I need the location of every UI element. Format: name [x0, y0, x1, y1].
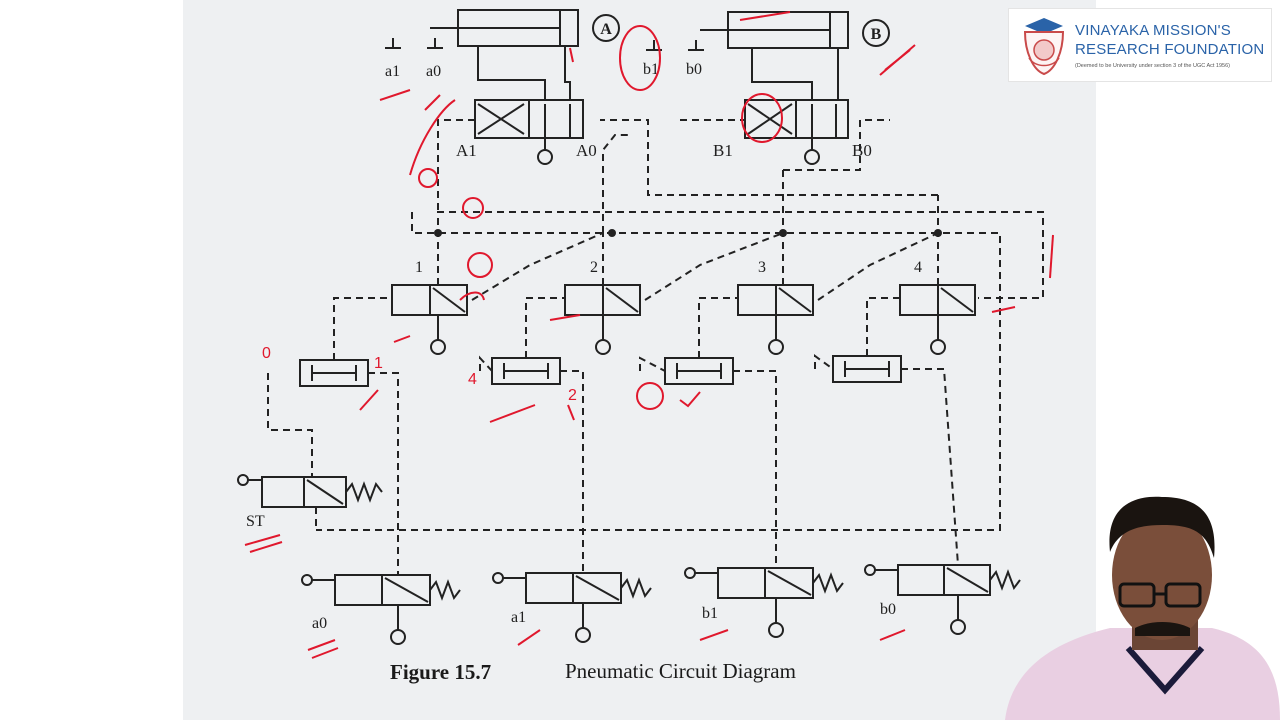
logo-line-1: VINAYAKA MISSION'S — [1075, 22, 1231, 39]
port-label-b0: B0 — [852, 141, 872, 160]
annotation-mark-2: 2 — [568, 387, 577, 404]
figure-title: Pneumatic Circuit Diagram — [565, 659, 796, 683]
bottom-label-b0: b0 — [880, 601, 896, 618]
annotation-mark-0: 0 — [262, 345, 271, 362]
valve-a-main — [474, 70, 584, 165]
start-label: ST — [246, 513, 265, 530]
bottom-label-a1: a1 — [511, 609, 526, 626]
presenter-webcam — [1005, 496, 1280, 720]
junction-dots — [434, 229, 942, 237]
bottom-label-a0: a0 — [312, 615, 327, 632]
cylinder-a-label: A — [600, 21, 612, 38]
shuttle-valves — [299, 355, 902, 387]
limit-label-a1: a1 — [385, 63, 400, 80]
port-label-b1: B1 — [713, 141, 733, 160]
step-label-3: 3 — [758, 259, 766, 276]
logo-line-2: RESEARCH FOUNDATION — [1075, 41, 1265, 58]
start-valve — [237, 474, 383, 508]
limit-label-b0: b0 — [686, 61, 702, 78]
cylinder-b-label: B — [871, 26, 882, 43]
left-margin — [0, 0, 185, 720]
logo-name: VINAYAKA MISSION'S RESEARCH FOUNDATION — [1075, 21, 1264, 59]
valve-b-main — [744, 70, 849, 165]
limit-valves — [301, 564, 1021, 645]
limit-label-a0: a0 — [426, 63, 441, 80]
port-label-a0: A0 — [576, 141, 597, 160]
logo-subtitle: (Deemed to be University under section 3… — [1075, 63, 1230, 69]
annotation-mark-4: 4 — [468, 371, 477, 388]
pilot-lines — [267, 119, 1044, 575]
university-logo: VINAYAKA MISSION'S RESEARCH FOUNDATION (… — [1008, 8, 1272, 82]
red-annotations — [244, 11, 1054, 659]
cylinder-b — [700, 11, 849, 70]
bottom-label-b1: b1 — [702, 605, 718, 622]
step-label-1: 1 — [415, 259, 423, 276]
figure-number: Figure 15.7 — [390, 660, 492, 684]
annotation-mark-1: 1 — [374, 355, 383, 372]
emblem-icon — [1023, 18, 1065, 76]
port-label-a1: A1 — [456, 141, 477, 160]
cylinder-a — [430, 9, 579, 70]
step-label-4: 4 — [914, 259, 922, 276]
step-label-2: 2 — [590, 259, 598, 276]
limit-label-b1: b1 — [643, 61, 659, 78]
step-valves — [391, 284, 976, 355]
